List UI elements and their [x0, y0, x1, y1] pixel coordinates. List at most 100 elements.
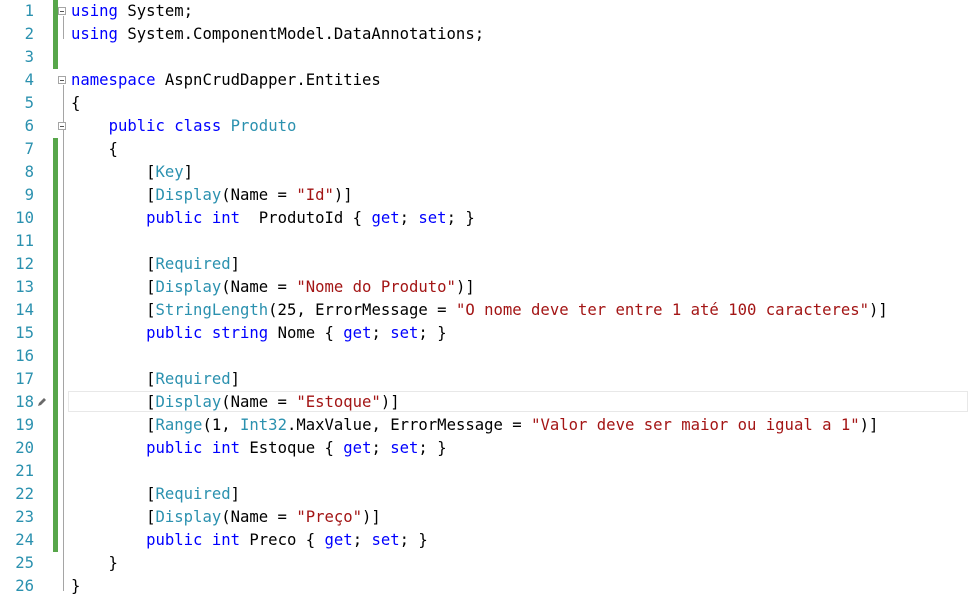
code-line[interactable]: 13 [Display(Name = "Nome do Produto")] [0, 276, 968, 299]
collapse-toggle-icon[interactable] [58, 122, 66, 130]
code-text: using System; [71, 0, 193, 23]
code-line[interactable]: 10 public int ProdutoId { get; set; } [0, 207, 968, 230]
change-indicator [53, 368, 58, 391]
keyword-token: set [371, 531, 400, 549]
line-number: 17 [15, 370, 34, 388]
plain-token [71, 439, 146, 457]
code-line[interactable]: 18 [Display(Name = "Estoque")] [0, 391, 968, 414]
line-number: 19 [15, 416, 34, 434]
code-line[interactable]: 7 { [0, 138, 968, 161]
code-line[interactable]: 16 [0, 345, 968, 368]
plain-token [202, 209, 211, 227]
code-line[interactable]: 23 [Display(Name = "Preço")] [0, 506, 968, 529]
code-line[interactable]: 8 [Key] [0, 161, 968, 184]
plain-token: ; [371, 439, 391, 457]
plain-token: ; } [446, 209, 475, 227]
line-number: 9 [24, 186, 34, 204]
code-line[interactable]: 11 [0, 230, 968, 253]
plain-token: )] [333, 186, 353, 204]
outline-guide [63, 16, 64, 39]
code-text: public int Estoque { get; set; } [71, 437, 447, 460]
line-number: 14 [15, 301, 34, 319]
plain-token: System.ComponentModel.DataAnnotations; [117, 25, 485, 43]
plain-token: [ [71, 186, 156, 204]
line-number: 15 [15, 324, 34, 342]
type-token: Display [155, 186, 222, 204]
code-text: [Range(1, Int32.MaxValue, ErrorMessage =… [71, 414, 878, 437]
code-text: } [71, 575, 80, 594]
plain-token: ; [399, 209, 419, 227]
collapse-toggle-icon[interactable] [58, 76, 66, 84]
code-line[interactable]: 5{ [0, 92, 968, 115]
code-line[interactable]: 3 [0, 46, 968, 69]
line-number: 3 [24, 48, 34, 66]
plain-token [165, 117, 174, 135]
type-token: Display [155, 393, 222, 411]
code-line[interactable]: 15 public string Nome { get; set; } [0, 322, 968, 345]
type-token: Display [155, 508, 222, 526]
plain-token: [ [71, 278, 156, 296]
code-text: public int ProdutoId { get; set; } [71, 207, 475, 230]
plain-token [202, 531, 211, 549]
line-number: 11 [15, 232, 34, 250]
plain-token: AspnCrudDapper.Entities [155, 71, 381, 89]
change-indicator [53, 299, 58, 322]
type-token: Produto [230, 117, 297, 135]
plain-token: )] [859, 416, 879, 434]
plain-token: )] [362, 508, 381, 526]
type-token: StringLength [155, 301, 269, 319]
code-line[interactable]: 19 [Range(1, Int32.MaxValue, ErrorMessag… [0, 414, 968, 437]
change-indicator [53, 46, 58, 69]
code-text: [Key] [71, 161, 193, 184]
plain-token: (1, [202, 416, 241, 434]
code-line[interactable]: 17 [Required] [0, 368, 968, 391]
plain-token: ; } [418, 439, 447, 457]
code-text: { [71, 92, 80, 115]
plain-token: [ [71, 508, 156, 526]
plain-token: ] [183, 163, 194, 181]
string-token: "Preço" [296, 508, 363, 526]
code-text: using System.ComponentModel.DataAnnotati… [71, 23, 484, 46]
code-text: [StringLength(25, ErrorMessage = "O nome… [71, 299, 888, 322]
change-indicator [53, 345, 58, 368]
keyword-token: int [211, 209, 241, 227]
code-text: public int Preco { get; set; } [71, 529, 428, 552]
plain-token [71, 209, 146, 227]
plain-token: { [71, 140, 118, 158]
plain-token: [ [71, 485, 156, 503]
keyword-token: set [418, 209, 447, 227]
keyword-token: set [390, 439, 419, 457]
code-line[interactable]: 22 [Required] [0, 483, 968, 506]
code-line[interactable]: 20 public int Estoque { get; set; } [0, 437, 968, 460]
change-indicator [53, 460, 58, 483]
change-indicator [53, 483, 58, 506]
line-number: 10 [15, 209, 34, 227]
code-line[interactable]: 6 public class Produto [0, 115, 968, 138]
change-indicator [53, 276, 58, 299]
code-line[interactable]: 14 [StringLength(25, ErrorMessage = "O n… [0, 299, 968, 322]
code-line[interactable]: 9 [Display(Name = "Id")] [0, 184, 968, 207]
collapse-toggle-icon[interactable] [58, 7, 66, 15]
outline-guide [63, 131, 64, 568]
line-number: 16 [15, 347, 34, 365]
line-number: 20 [15, 439, 34, 457]
code-text: [Display(Name = "Estoque")] [71, 391, 400, 414]
keyword-token: public [146, 531, 203, 549]
plain-token: (Name = [221, 186, 297, 204]
line-number: 21 [15, 462, 34, 480]
code-line[interactable]: 12 [Required] [0, 253, 968, 276]
change-indicator [53, 253, 58, 276]
code-line[interactable]: 24 public int Preco { get; set; } [0, 529, 968, 552]
code-line[interactable]: 25 } [0, 552, 968, 575]
change-indicator [53, 161, 58, 184]
keyword-token: public [108, 117, 165, 135]
keyword-token: using [71, 2, 118, 20]
plain-token [71, 531, 146, 549]
code-line[interactable]: 21 [0, 460, 968, 483]
line-number: 8 [24, 163, 34, 181]
code-line[interactable]: 26} [0, 575, 968, 594]
